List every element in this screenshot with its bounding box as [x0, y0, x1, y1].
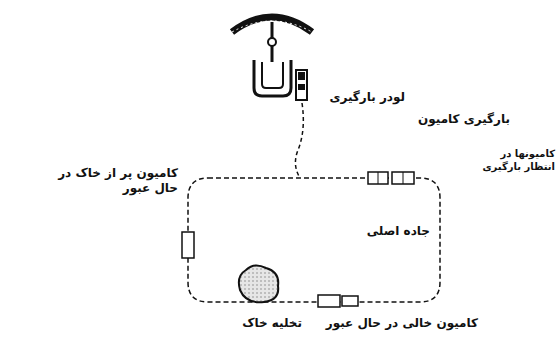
empty-truck-label: کامیون خالی در حال عبور — [318, 316, 478, 331]
dump-label: تخلیه خاک — [222, 316, 302, 331]
waiting-truck — [392, 172, 414, 184]
truck-divider — [378, 172, 379, 184]
loader-label: لودر بارگیری — [315, 90, 405, 105]
empty-truck — [342, 296, 358, 306]
truck-divider — [403, 172, 404, 184]
loading-truck — [296, 70, 307, 100]
loader-bucket — [254, 60, 291, 96]
waiting-truck — [368, 172, 388, 184]
haul-road-loop — [188, 178, 440, 302]
waiting-trucks-label: کامیونها در انتظار بارگیری — [467, 148, 555, 173]
truck-bed — [298, 84, 305, 90]
road-label: جاده اصلی — [350, 224, 430, 239]
arm-pivot — [268, 38, 276, 46]
full-truck — [182, 232, 194, 258]
loader-bucket-inner — [262, 62, 283, 88]
loader-access-road — [295, 103, 303, 178]
full-truck-label: کامیون پر از خاک در حال عبور — [48, 166, 178, 196]
loading-label: بارگیری کامیون — [400, 112, 510, 127]
soil-dump-pile — [239, 265, 278, 302]
truck-cab — [298, 72, 305, 80]
empty-truck — [318, 295, 340, 307]
